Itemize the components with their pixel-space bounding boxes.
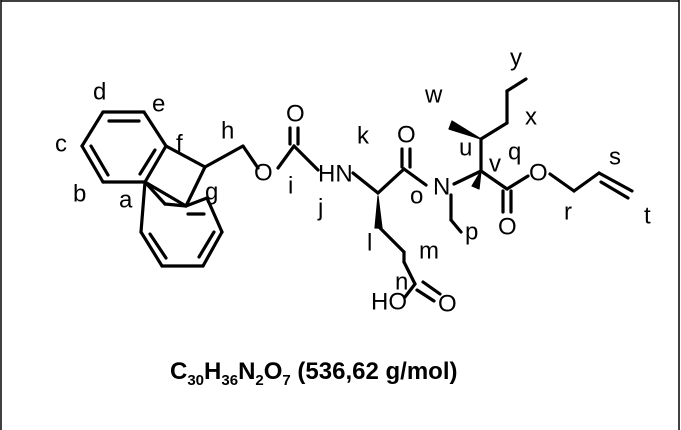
lower-benzene-ring — [139, 180, 224, 268]
position-label-h: h — [221, 118, 234, 145]
position-label-a: a — [119, 187, 133, 214]
position-label-n: n — [395, 269, 408, 296]
position-label-d: d — [93, 79, 106, 106]
molecular-formula: C30H36N2O7 (536,62 g/mol) — [170, 358, 458, 389]
position-label-w: w — [424, 82, 443, 109]
atom-nh: HN — [318, 161, 353, 188]
position-label-m: m — [419, 238, 439, 265]
formula-element-o: O — [264, 358, 283, 385]
glu-alpha-wedge — [374, 195, 383, 229]
position-label-p: p — [465, 219, 478, 246]
glutamate-backbone — [351, 147, 442, 303]
n-methyl-isoleucine — [449, 77, 530, 234]
position-label-q: q — [508, 139, 521, 166]
formula-element-h: H — [204, 358, 221, 385]
ile-beta-methyl-wedge — [448, 120, 482, 140]
ile-alpha-wedge — [471, 170, 482, 190]
allyl-group — [548, 171, 634, 200]
atom-o-ester-allyl: O — [529, 160, 548, 187]
atom-o-ester-fmoc: O — [254, 160, 273, 187]
position-label-k: k — [357, 123, 370, 150]
formula-subscript-c: 30 — [187, 372, 204, 389]
position-label-j: j — [317, 195, 323, 222]
position-label-v: v — [489, 151, 501, 178]
formula-subscript-n: 2 — [255, 372, 263, 389]
position-label-y: y — [510, 45, 522, 72]
position-label-l: l — [367, 230, 372, 257]
formula-subscript-o: 7 — [282, 372, 290, 389]
position-label-s: s — [609, 144, 621, 171]
position-label-o: o — [410, 183, 423, 210]
upper-benzene-ring — [80, 110, 168, 184]
atom-o-carbonyl-fmoc: O — [286, 101, 305, 128]
position-label-b: b — [73, 181, 86, 208]
atom-o-amide: O — [397, 122, 416, 149]
atom-o-acid-carbonyl: O — [438, 291, 457, 318]
atom-ho-acid: HO — [371, 289, 407, 316]
position-label-r: r — [564, 199, 572, 226]
position-label-f: f — [176, 131, 183, 158]
position-label-i: i — [288, 173, 293, 200]
position-label-c: c — [55, 131, 67, 158]
position-label-e: e — [152, 91, 165, 118]
formula-molar-mass: (536,62 g/mol) — [291, 358, 458, 385]
fmoc-linker — [203, 126, 320, 172]
atom-n-methyl: N — [433, 174, 450, 201]
formula-subscript-h: 36 — [221, 372, 238, 389]
position-label-u: u — [459, 135, 472, 162]
position-label-t: t — [644, 203, 651, 230]
position-label-g: g — [205, 179, 218, 206]
position-label-x: x — [525, 104, 537, 131]
formula-element-n: N — [238, 358, 255, 385]
formula-element-c: C — [170, 358, 187, 385]
atom-o-carbonyl-ile: O — [498, 214, 517, 241]
five-membered-ring — [143, 144, 207, 208]
